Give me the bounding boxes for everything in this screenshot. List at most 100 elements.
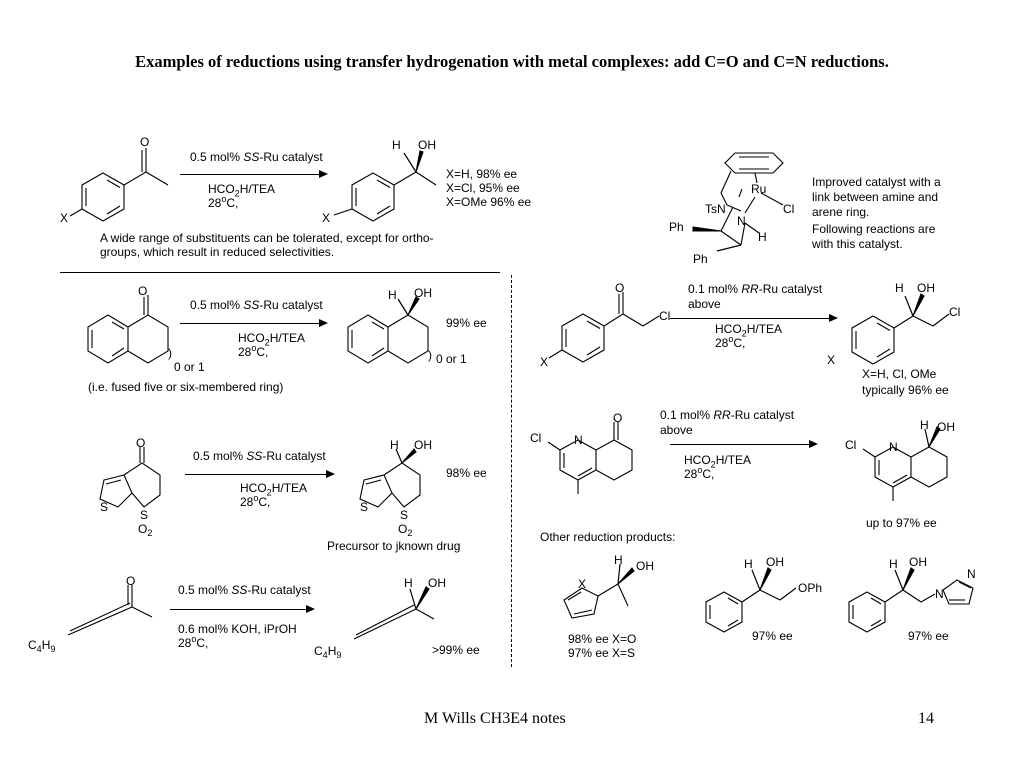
r5-sub-cl: Cl — [659, 309, 670, 323]
op3-n1: N — [935, 587, 944, 601]
r2-paren-l: ) — [168, 346, 172, 360]
r3-prod-oh: OH — [414, 438, 432, 452]
r2-result: 99% ee — [446, 316, 487, 330]
r3-prod-so2: S — [400, 508, 408, 522]
reaction3-product: H OH S S O2 — [359, 438, 432, 538]
reaction1-product: H OH X — [322, 138, 437, 225]
r4-cond1: 0.6 mol% KOH, iPrOH — [178, 622, 297, 636]
r2-ring-note-prod: 0 or 1 — [436, 352, 467, 366]
divider-top — [60, 272, 500, 273]
op1-h: H — [614, 553, 623, 567]
r5-result-1: X=H, Cl, OMe — [862, 367, 937, 381]
r4-prod-chain: C4H9 — [314, 644, 341, 660]
r5-arrow — [670, 314, 838, 322]
catalyst-note-0: Improved catalyst with a — [812, 175, 941, 189]
reaction5-product: H OH Cl X — [827, 281, 960, 367]
r1-note-line2: groups, which result in reduced selectiv… — [100, 245, 335, 259]
r4-prod-oh: OH — [428, 576, 446, 590]
r5-cond2: 28oC, — [715, 334, 746, 351]
r1-prod-h: H — [392, 138, 401, 152]
op1-x: X — [578, 577, 586, 591]
r1-result-2: X=OMe 96% ee — [446, 195, 532, 209]
op3-oh: OH — [909, 555, 927, 569]
r6-prod-cl: Cl — [845, 438, 856, 452]
cat-cl: Cl — [783, 202, 794, 216]
r1-sub-x: X — [60, 211, 68, 225]
r3-prod-h: H — [390, 438, 399, 452]
cat-ph2: Ph — [693, 252, 708, 266]
op1-oh: OH — [636, 559, 654, 573]
r6-catalyst-line2: above — [660, 423, 693, 437]
r4-sub-o: O — [126, 574, 135, 588]
op1-result-1: 97% ee X=S — [568, 646, 636, 660]
r6-sub-o: O — [613, 411, 622, 425]
op2-oh: OH — [766, 555, 784, 569]
r1-cond2: 28oC, — [208, 194, 239, 211]
op2-result: 97% ee — [752, 629, 793, 643]
cat-n: N — [737, 214, 746, 228]
reaction1-substrate: O X — [60, 135, 169, 225]
r6-prod-oh: OH — [937, 420, 955, 434]
r2-sub-o: O — [138, 284, 147, 298]
r6-result: up to 97% ee — [866, 516, 937, 530]
r6-catalyst: 0.1 mol% RR-Ru catalyst — [660, 408, 795, 422]
r1-arrow — [180, 170, 328, 178]
reaction6-substrate: O Cl N — [530, 411, 633, 494]
r6-sub-n: N — [574, 433, 583, 447]
reaction3-substrate: O S S O2 — [99, 436, 161, 538]
r6-prod-h: H — [920, 418, 929, 432]
r1-prod-x: X — [322, 211, 330, 225]
r3-prod-so2-o: O2 — [398, 522, 412, 538]
r1-catalyst: 0.5 mol% SS-Ru catalyst — [190, 150, 323, 164]
r1-note-line1: A wide range of substituents can be tole… — [100, 231, 434, 245]
r5-prod-cl: Cl — [949, 305, 960, 319]
r4-catalyst: 0.5 mol% SS-Ru catalyst — [178, 583, 311, 597]
reaction2-substrate: O ) 0 or 1 — [87, 284, 205, 374]
r5-cond1: HCO2H/TEA — [715, 322, 783, 339]
catalyst-note-1: link between amine and — [812, 190, 939, 204]
r2-note: (i.e. fused five or six-membered ring) — [88, 380, 284, 394]
cat-ph1: Ph — [669, 220, 684, 234]
reaction2-product: H OH ) 0 or 1 — [347, 286, 467, 366]
catalyst-structure: Ru Cl TsN N H Ph Ph — [669, 152, 794, 266]
r5-result-2: typically 96% ee — [862, 383, 949, 397]
op2-h: H — [744, 557, 753, 571]
r3-catalyst: 0.5 mol% SS-Ru catalyst — [193, 449, 326, 463]
r6-sub-cl: Cl — [530, 431, 541, 445]
r6-prod-n: N — [889, 440, 898, 454]
r2-paren-r: ) — [428, 348, 432, 362]
r1-cond1: HCO2H/TEA — [208, 182, 276, 199]
r3-arrow — [185, 470, 335, 478]
op1-result-0: 98% ee X=O — [568, 632, 637, 646]
r5-prod-oh: OH — [917, 281, 935, 295]
r2-ring-note-sub: 0 or 1 — [174, 360, 205, 374]
r3-prod-s: S — [360, 500, 368, 514]
r6-cond1: HCO2H/TEA — [684, 453, 752, 470]
r2-cond2: 28oC, — [238, 343, 269, 360]
r5-catalyst: 0.1 mol% RR-Ru catalyst — [688, 282, 823, 296]
other-products-heading: Other reduction products: — [540, 530, 676, 544]
r3-note: Precursor to jknown drug — [327, 539, 461, 553]
other-product-2: H OH OPh — [705, 555, 822, 633]
cat-ru: Ru — [751, 182, 766, 196]
r4-prod-h: H — [404, 576, 413, 590]
cat-tsn: TsN — [705, 202, 726, 216]
r6-cond2: 28oC, — [684, 465, 715, 482]
r2-prod-oh: OH — [414, 286, 432, 300]
r5-sub-x: X — [540, 355, 548, 369]
r2-catalyst: 0.5 mol% SS-Ru catalyst — [190, 298, 323, 312]
catalyst-note-2: arene ring. — [812, 205, 870, 219]
r3-result: 98% ee — [446, 466, 487, 480]
r3-sub-s: S — [100, 500, 108, 514]
r1-result-1: X=Cl, 95% ee — [446, 181, 520, 195]
r3-sub-so2: S — [140, 508, 148, 522]
r2-arrow — [180, 319, 328, 327]
r5-prod-x: X — [827, 353, 835, 367]
r3-sub-so2-o: O2 — [138, 522, 152, 538]
footer-credit: M Wills CH3E4 notes — [424, 710, 566, 727]
other-product-1: X H OH — [563, 553, 654, 619]
op3-result: 97% ee — [908, 629, 949, 643]
r3-cond1: HCO2H/TEA — [240, 481, 308, 498]
r5-prod-h: H — [895, 281, 904, 295]
catalyst-note-4: with this catalyst. — [812, 237, 903, 251]
